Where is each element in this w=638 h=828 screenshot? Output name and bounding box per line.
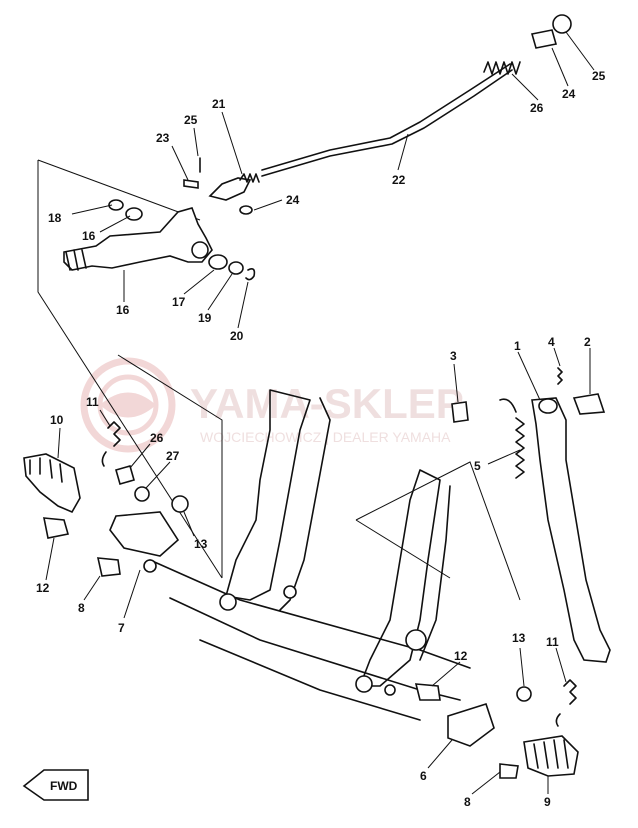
- label-13-left: 13: [194, 537, 208, 551]
- label-14: 16: [116, 303, 130, 317]
- label-15-bottom: 17: [172, 295, 186, 309]
- bushing-15-top: [125, 207, 143, 221]
- label-25: 25: [592, 69, 606, 83]
- bushing-15-bottom: [208, 254, 228, 270]
- label-27: 27: [166, 449, 180, 463]
- brake-pedal-assembly: [63, 14, 572, 281]
- label-11-left: 11: [86, 395, 99, 409]
- washer-16-top: [108, 199, 124, 211]
- side-stand-1: [531, 397, 611, 663]
- label-7: 7: [118, 621, 125, 635]
- label-4: 4: [548, 335, 555, 349]
- side-stand-assembly: [451, 367, 611, 663]
- fwd-label: FWD: [50, 779, 78, 793]
- label-12-right: 12: [454, 649, 468, 663]
- washer-21: [239, 205, 253, 215]
- watermark: YAMA-SKLEP WOJCIECHOWICZ | DEALER YAMAHA: [80, 357, 464, 453]
- label-18: 21: [212, 97, 226, 111]
- label-17: 20: [230, 329, 244, 343]
- label-21: 24: [286, 193, 300, 207]
- label-13-right: 13: [512, 631, 526, 645]
- label-3: 3: [450, 349, 457, 363]
- label-10: 10: [50, 413, 64, 427]
- label-16-bottom: 19: [198, 311, 212, 325]
- watermark-brand: YAMA-SKLEP: [190, 380, 464, 427]
- sleeve-24: [530, 29, 558, 49]
- label-1: 1: [514, 339, 521, 353]
- brake-pedal: [63, 207, 213, 271]
- nut-25: [552, 14, 572, 34]
- spring-11-left: [101, 421, 121, 467]
- watermark-tagline: WOJCIECHOWICZ | DEALER YAMAHA: [200, 429, 451, 445]
- fwd-arrow: FWD: [22, 769, 89, 801]
- label-19: 22: [392, 173, 406, 187]
- washer-27: [134, 486, 150, 502]
- label-11-right: 11: [546, 635, 559, 649]
- label-8-right: 8: [464, 795, 471, 809]
- label-5: 5: [474, 459, 481, 473]
- spring-5: [515, 417, 525, 479]
- nut-13-left: [171, 495, 189, 513]
- nut-13-right: [516, 686, 532, 702]
- bolt-26: [115, 465, 135, 485]
- nut-3: [451, 401, 469, 423]
- label-22: 25: [184, 113, 198, 127]
- washer-16-bottom: [228, 261, 244, 275]
- pin-12-right: [414, 683, 441, 701]
- label-23: 26: [530, 101, 544, 115]
- rod-end-18: [208, 177, 252, 201]
- bolt-8-right: [499, 763, 519, 779]
- bracket-6: [447, 703, 495, 747]
- clip-17: [245, 268, 256, 281]
- panel-outline: [37, 159, 521, 601]
- bolt-8-left: [96, 557, 121, 577]
- label-12-left: 12: [36, 581, 50, 595]
- footrest-9: [523, 735, 579, 777]
- left-footrest-assembly: [23, 421, 189, 577]
- label-8-left: 8: [78, 601, 85, 615]
- pin-12-left: [43, 517, 70, 539]
- right-footrest-assembly: [414, 679, 579, 779]
- label-24: 24: [562, 87, 576, 101]
- label-15-top: 16: [82, 229, 96, 243]
- bolt-2: [572, 393, 606, 415]
- label-9: 9: [544, 795, 551, 809]
- pin-4: [557, 367, 563, 385]
- part-labels: 18 16 16 17 19 20 23 25 21 24 22 26 24 2…: [36, 69, 606, 809]
- forward-arrow-icon: [22, 769, 89, 801]
- label-26: 26: [150, 431, 164, 445]
- label-2: 2: [584, 335, 591, 349]
- pin-20: [183, 179, 199, 189]
- label-16-top: 18: [48, 211, 62, 225]
- label-6: 6: [420, 769, 427, 783]
- brake-rod-19: [261, 63, 511, 171]
- spring-11-right: [555, 679, 577, 727]
- leader-lines: [45, 31, 595, 795]
- footrest-10: [23, 453, 81, 514]
- bracket-7: [109, 511, 180, 557]
- spring-23: [483, 61, 521, 75]
- label-20: 23: [156, 131, 170, 145]
